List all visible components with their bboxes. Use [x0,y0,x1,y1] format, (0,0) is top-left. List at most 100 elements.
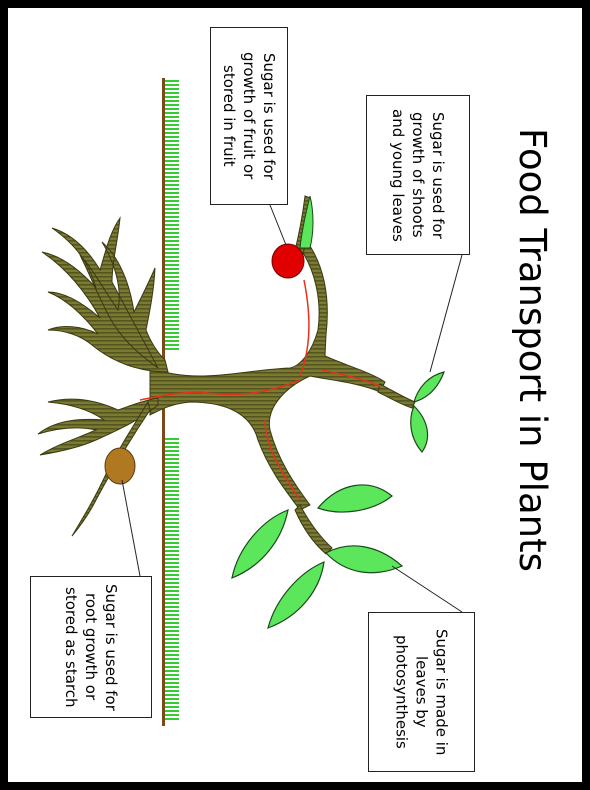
grass-blade [165,670,179,672]
grass-blade [165,638,179,640]
grass-blade [165,442,179,444]
root-label-box: Sugar is used for root growth or stored … [30,576,152,718]
grass-blade [165,104,179,106]
grass-blade [165,538,179,540]
grass-blade [165,674,179,676]
grass-blade [165,602,179,604]
shoot-branch [378,384,415,408]
grass-blade [165,340,179,342]
grass-blade [165,332,179,334]
grass-blade [165,626,179,628]
grass-top [36,209,308,223]
grass-blade [165,224,179,226]
pointer-root [122,480,140,576]
grass-blade [165,718,179,720]
grass-blade [165,606,179,608]
grass-blade [165,192,179,194]
grass-blade [165,682,179,684]
grass-blade [165,678,179,680]
grass-blade [165,260,179,262]
grass-blade [165,88,179,90]
grass-blade [165,590,179,592]
grass-blade [165,168,179,170]
grass-blade [165,188,179,190]
leaf-branch [295,505,332,554]
grass-blade [165,268,179,270]
grass-blade [165,554,179,556]
grass-blade [165,160,179,162]
grass-blade [165,108,179,110]
grass-blade [165,256,179,258]
grass-blade [165,482,179,484]
grass-blade [165,630,179,632]
grass-blade [165,300,179,302]
grass-blade [165,446,179,448]
grass-blade [165,244,179,246]
grass-blade [165,490,179,492]
grass-blade [165,276,179,278]
grass-blade [165,578,179,580]
grass-blade [165,570,179,572]
grass-blade [165,530,179,532]
leaf-1 [318,485,392,512]
grass-blade [165,710,179,712]
grass-blade [165,574,179,576]
grass-blade [165,264,179,266]
grass-blade [165,466,179,468]
grass-blade [165,336,179,338]
grass-blade [165,232,179,234]
roots [42,218,168,372]
grass-blade [165,614,179,616]
grass-blade [165,288,179,290]
grass-blade [165,308,179,310]
shoots-label: Sugar is used for growth of shoots and y… [388,96,448,254]
leaves-label-box: Sugar is made in leaves by photosynthesi… [368,612,475,772]
grass-blade [165,610,179,612]
grass-blade [165,240,179,242]
grass-blade [165,634,179,636]
grass-blade [165,128,179,130]
grass-blade [165,478,179,480]
grass-blade [165,698,179,700]
grass-blade [165,694,179,696]
grass-blade [165,522,179,524]
grass-blade [165,666,179,668]
grass-blade [165,84,179,86]
grass-blade [165,510,179,512]
grass-blade [165,474,179,476]
grass-blade [165,650,179,652]
grass-blade [165,120,179,122]
fruit-label: Sugar is used for growth of fruit or sto… [219,28,279,204]
grass-blade [165,686,179,688]
grass-blade [165,518,179,520]
grass-blade [165,690,179,692]
grass-blade [165,470,179,472]
grass-blade [165,702,179,704]
grass-blade [165,462,179,464]
grass-blade [165,582,179,584]
grass-blade [165,176,179,178]
grass-blade [165,92,179,94]
leaf-2 [232,510,288,578]
grass-blade [165,136,179,138]
grass-blade [165,316,179,318]
leaf-5 [414,372,444,402]
grass-blade [165,184,179,186]
grass-blade [165,344,179,346]
grass-blade [165,124,179,126]
grass-blade [165,662,179,664]
grass-blade [165,96,179,98]
grass-blade [165,296,179,298]
grass-blade [165,100,179,102]
grass-blade [165,642,179,644]
grass-blade [165,164,179,166]
grass-blade [165,502,179,504]
fruit [272,244,304,278]
main-stem [150,246,385,510]
grass-blade [165,654,179,656]
grass-blade [165,498,179,500]
grass-blade [165,248,179,250]
pointer-shoots [430,255,462,372]
grass-blade [165,486,179,488]
grass-blade [165,200,179,202]
